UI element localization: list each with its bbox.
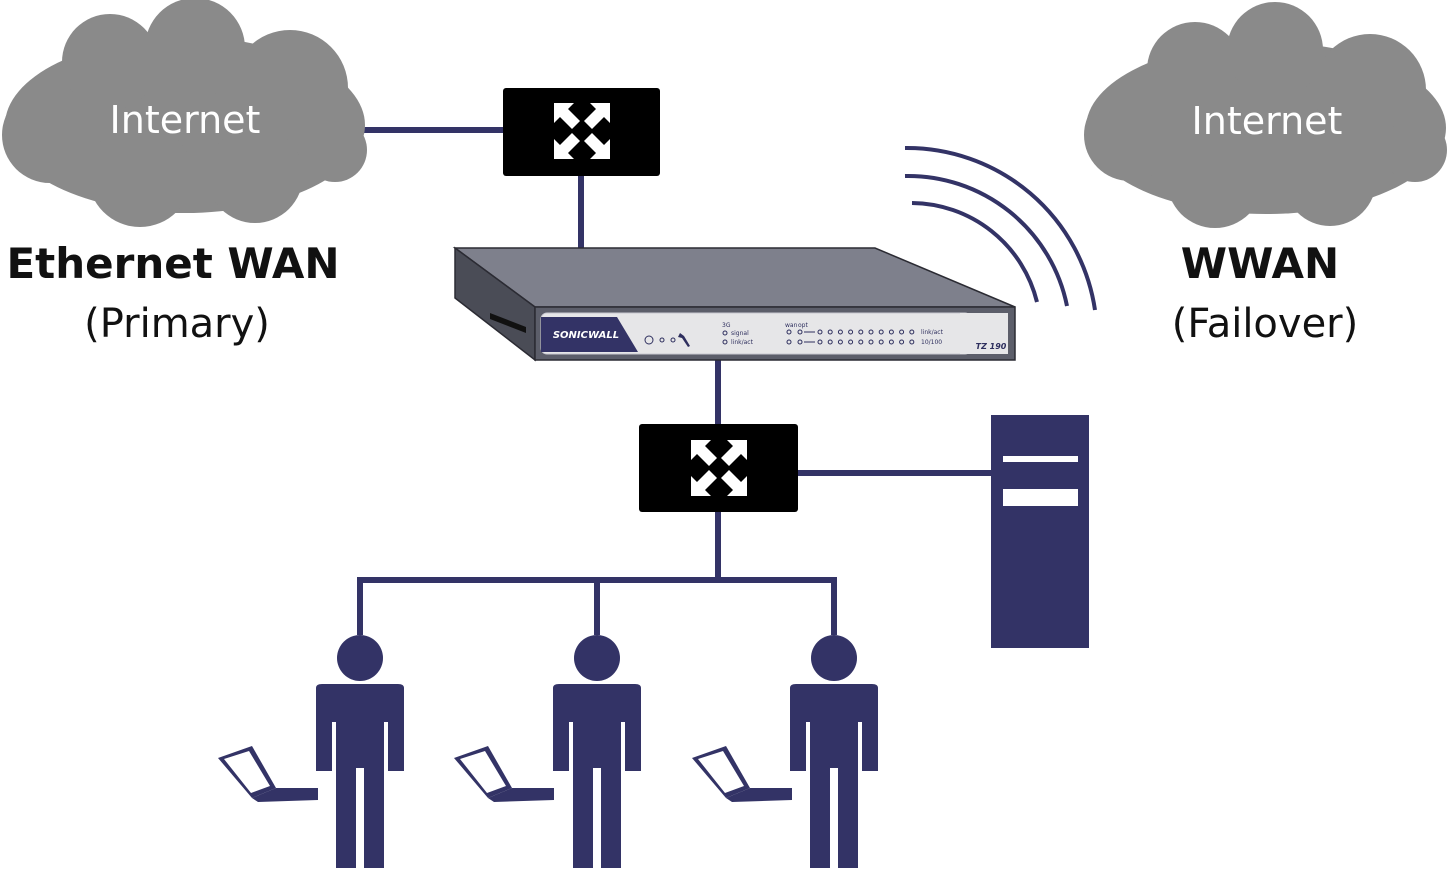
- label-speed: 10/100: [921, 339, 942, 346]
- led-indicator: [848, 329, 854, 335]
- laptop-icon: [454, 746, 554, 802]
- cloud-label-right: Internet: [1192, 99, 1343, 143]
- user-1: [218, 635, 404, 868]
- label-link-act: link/act: [921, 329, 944, 336]
- user-2: [454, 635, 641, 868]
- led-indicator: [899, 339, 905, 345]
- led-indicator: [858, 329, 864, 335]
- wrench-icon: [678, 333, 690, 347]
- led-indicator: [722, 330, 728, 336]
- led-indicator: [827, 329, 833, 335]
- person-icon: [316, 635, 404, 868]
- cloud-icon: [1084, 2, 1447, 228]
- power-icon: [644, 335, 654, 345]
- led-indicator: [868, 339, 874, 345]
- led-indicator: [888, 329, 894, 335]
- led-indicator: [786, 329, 792, 335]
- led-indicator: [817, 339, 823, 345]
- led-indicator: [722, 339, 728, 345]
- led-indicator: [797, 329, 803, 335]
- laptop-icon: [218, 746, 318, 802]
- internet-cloud-right: Internet: [1084, 2, 1447, 228]
- led-indicator: [837, 329, 843, 335]
- led-indicator: [868, 329, 874, 335]
- led-indicator: [848, 339, 854, 345]
- appliance-model: TZ 190: [976, 342, 1007, 351]
- led-indicator: [909, 329, 915, 335]
- failover-wan-subtitle: (Failover): [1172, 301, 1358, 347]
- led-indicator: [899, 329, 905, 335]
- lan-switch: [639, 424, 798, 512]
- server-tower-icon: [991, 415, 1089, 648]
- led-indicator: [797, 339, 803, 345]
- person-icon: [790, 635, 878, 868]
- label-opt: opt: [798, 322, 808, 329]
- led-indicator: [858, 339, 864, 345]
- led-indicator: [659, 337, 665, 343]
- led-indicator: [670, 337, 676, 343]
- label-link-act-3g: link/act: [731, 339, 754, 346]
- label-wan: wan: [785, 322, 798, 329]
- wan-switch: [503, 88, 660, 176]
- led-indicator: [909, 339, 915, 345]
- primary-wan-title: Ethernet WAN: [6, 239, 339, 288]
- failover-wan-title: WWAN: [1181, 239, 1339, 288]
- internet-cloud-left: Internet: [2, 0, 367, 227]
- sonicwall-appliance: SONICWALL TZ 190 3G signal link/act wan …: [452, 246, 1016, 362]
- primary-wan-subtitle: (Primary): [84, 301, 270, 347]
- led-indicator: [878, 329, 884, 335]
- cloud-icon: [2, 0, 367, 227]
- port-led-rows: [786, 329, 915, 345]
- label-3g: 3G: [722, 322, 731, 329]
- led-indicator: [786, 339, 792, 345]
- network-links: [345, 127, 993, 635]
- led-indicator: [837, 339, 843, 345]
- laptop-icon: [692, 746, 792, 802]
- appliance-brand: SONICWALL: [553, 330, 619, 341]
- led-indicator: [878, 339, 884, 345]
- person-icon: [553, 635, 641, 868]
- cloud-label-left: Internet: [110, 98, 261, 142]
- wireless-signal-icon: [904, 145, 1097, 311]
- led-indicator: [827, 339, 833, 345]
- label-signal: signal: [731, 330, 749, 337]
- led-indicator: [817, 329, 823, 335]
- user-3: [692, 635, 878, 868]
- led-indicator: [888, 339, 894, 345]
